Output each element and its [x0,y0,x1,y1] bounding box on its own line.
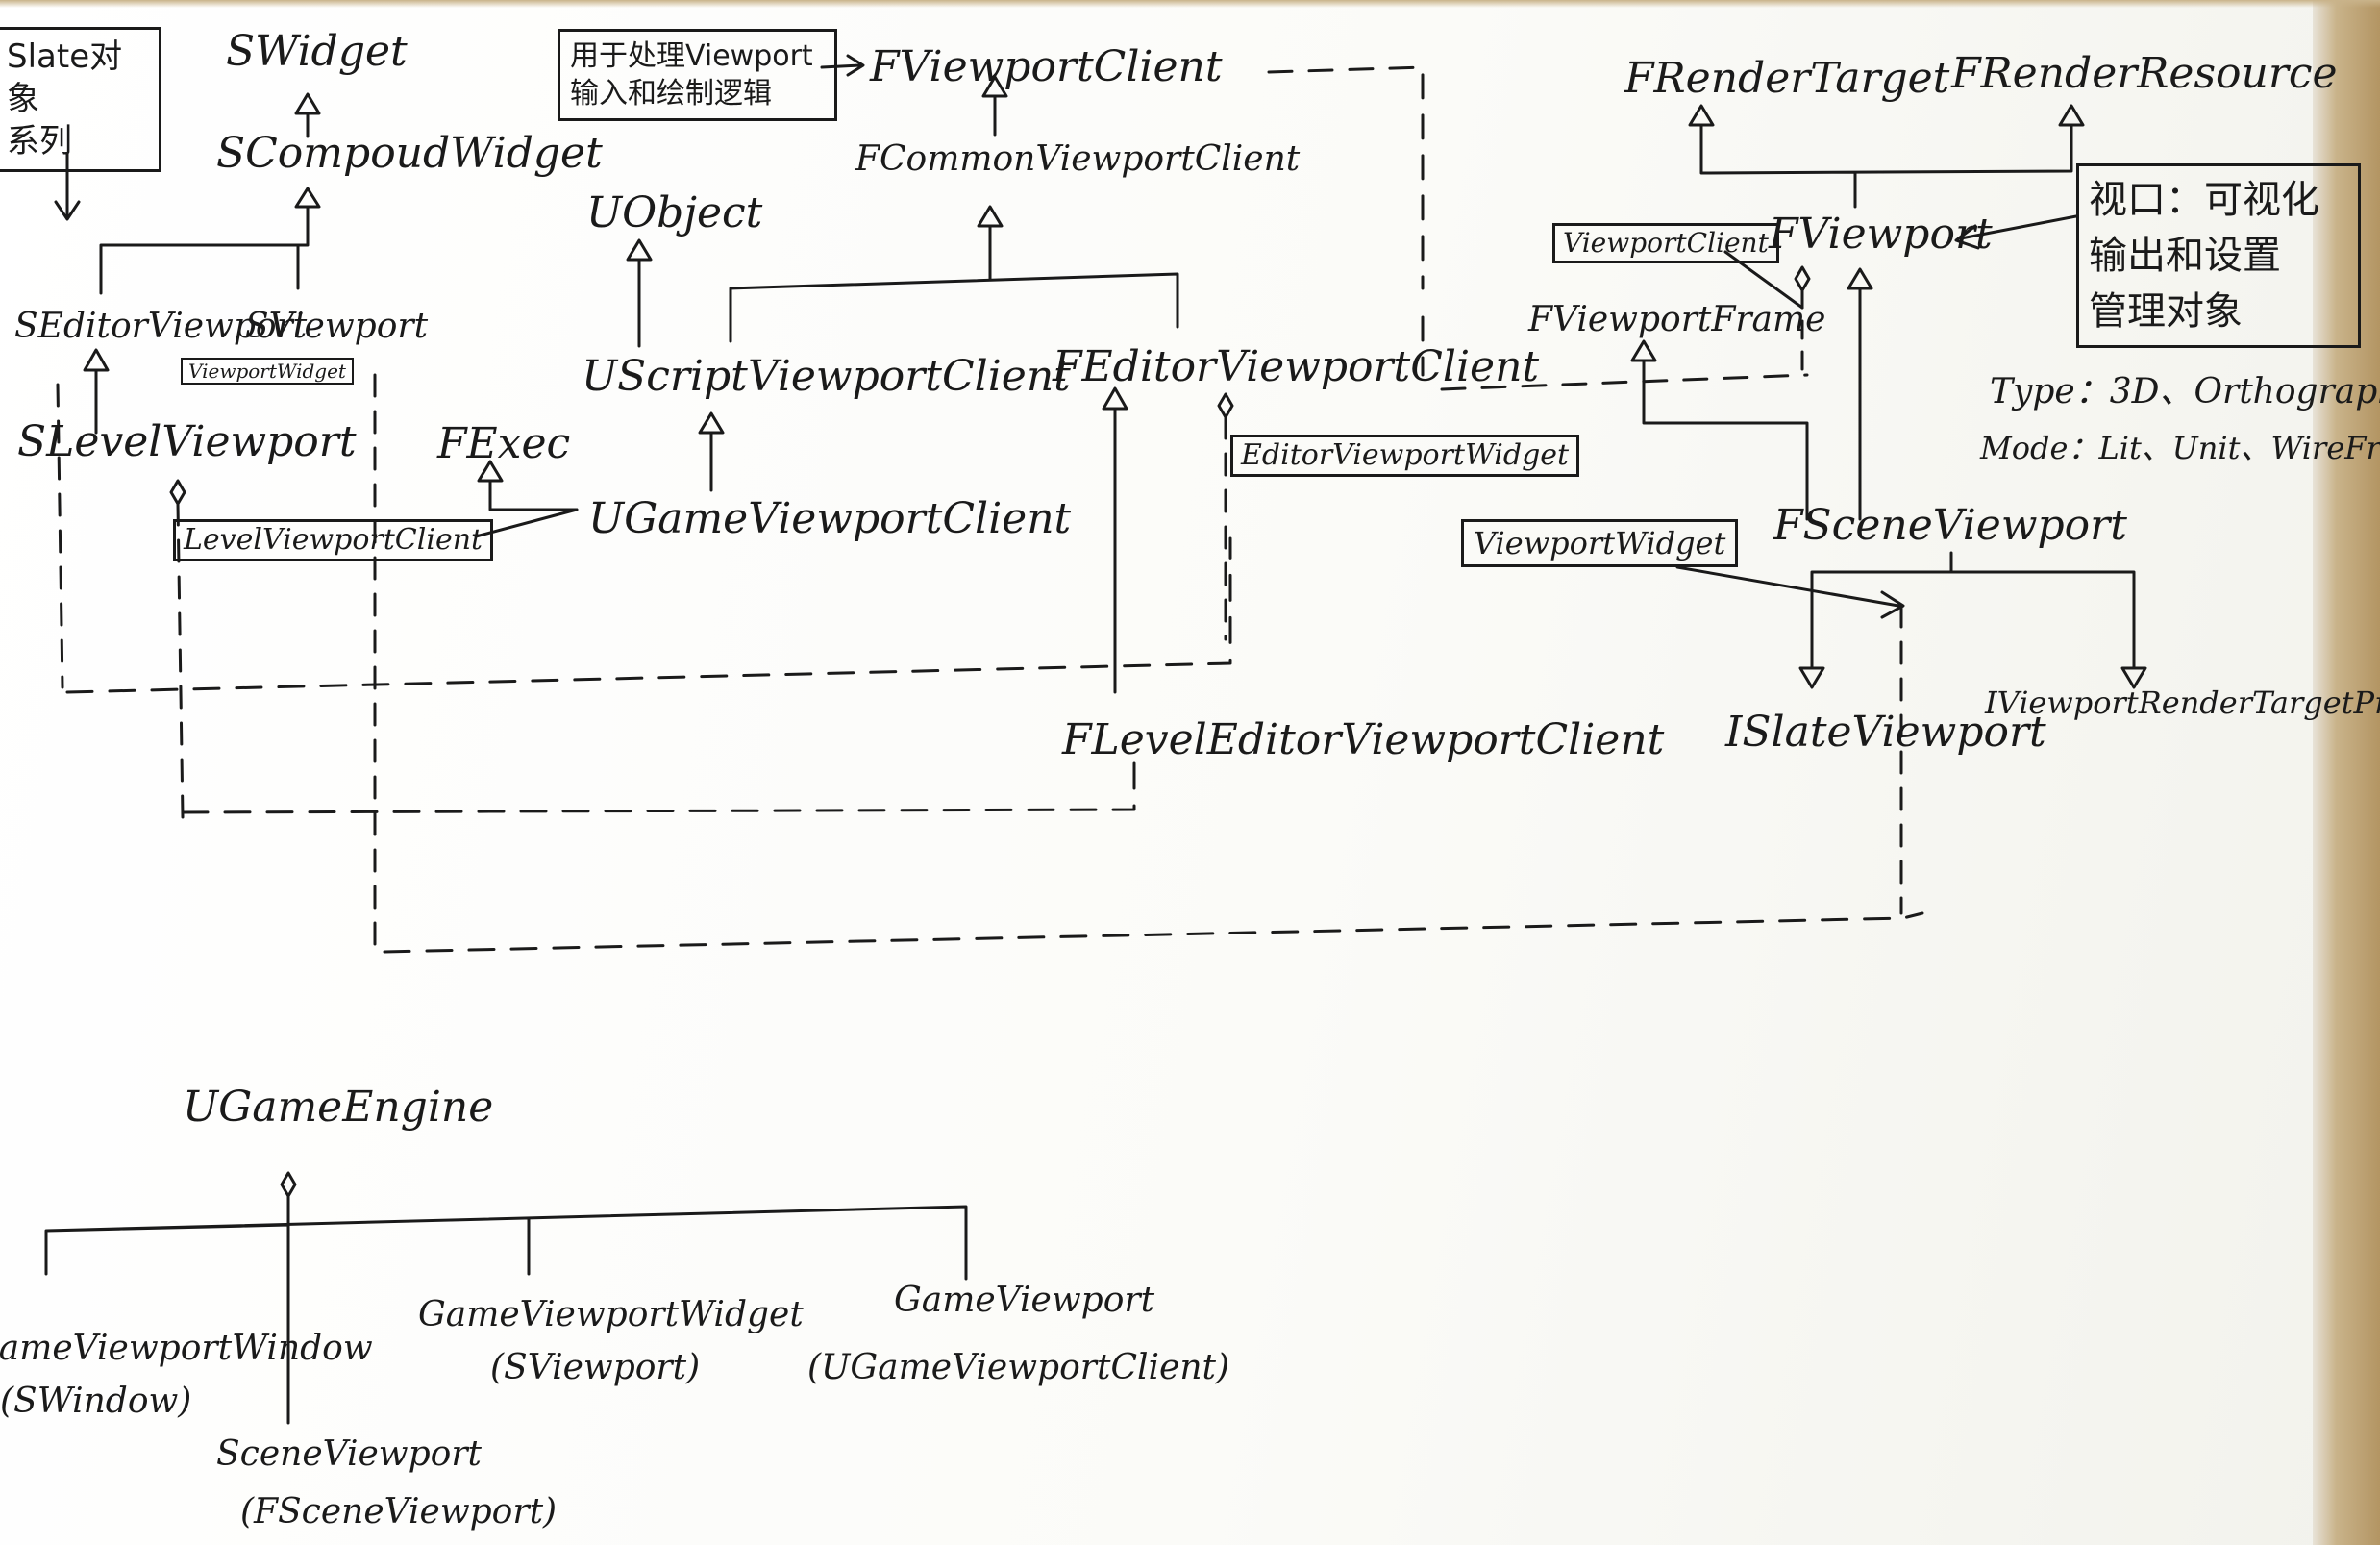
class-feditorviewportclient: FEditorViewportClient [1053,342,1540,391]
desk-top-edge [0,0,2380,8]
class-frenderresource: FRenderResource [1951,49,2338,98]
tag-viewportwidget-small: ViewportWidget [181,358,354,385]
class-scompoundwidget: SCompoudWidget [216,129,603,178]
viewportwidget-link [1675,565,1905,619]
slevel-dashed-down [176,502,185,819]
class-fcommonviewportclient: FCommonViewportClient [855,139,1301,179]
dashed-row-3 [383,911,1924,954]
class-sceneviewport: SceneViewport [216,1434,483,1474]
class-ugameengine: UGameEngine [183,1083,494,1132]
note-type: Type：3D、Orthographic [1990,372,2380,411]
class-iviewportrendertargetprovider: IViewportRenderTargetProvider [1985,685,2380,721]
inherit-fscene-frame [1630,339,1809,521]
tag-levelviewportclient: LevelViewportClient [173,519,494,561]
desk-edge [2313,0,2380,1545]
fviewport-note-box: 视口：可视化 输出和设置 管理对象 [2076,163,2361,348]
dashed-row-2 [181,758,1136,814]
slate-note-box: Slate对象 系列 [0,27,161,172]
class-swidget: SWidget [226,27,408,76]
inherit-fcommon-fviewport [981,75,1008,137]
class-fviewportframe: FViewportFrame [1528,300,1826,339]
class-slevelviewport: SLevelViewport [17,417,357,466]
tag-editorviewportwidget: EditorViewportWidget [1230,435,1580,477]
inherit-editor-sviewport-compound [99,187,321,295]
inherit-fscene-interfaces [1798,551,2147,689]
class-seditorviewport: SEditorViewport [14,307,308,346]
ugameengine-tree [44,1194,968,1425]
class-gameviewportwindow-type: (SWindow) [0,1382,192,1421]
class-fsceneviewport: FSceneViewport [1773,501,2127,550]
inherit-uscript-uobject [626,238,653,348]
viewport-client-note-box: 用于处理Viewport 输入和绘制逻辑 [558,29,837,121]
class-gameviewportwidget: GameViewportWidget [418,1295,804,1334]
class-uscriptviewportclient: UScriptViewportClient [582,352,1071,401]
seditor-dashed [56,383,64,689]
class-sviewport: SViewport [245,307,429,346]
inherit-fscene-fviewport [1847,267,1873,521]
class-frendertarget: FRenderTarget [1624,54,1950,103]
diamond-fviewport [1794,265,1811,292]
note-mode: Mode：Lit、Unit、WireFrame [1980,430,2380,466]
class-fleveleditorviewportclient: FLevelEditorViewportClient [1062,715,1665,764]
dashed-row-1 [65,536,1232,694]
inherit-slevel-seditor [83,348,110,435]
class-islateviewport: ISlateViewport [1725,708,2046,757]
diamond-feditor [1217,392,1234,419]
inherit-scompound-swidget [294,92,321,138]
class-gameviewportwidget-type: (SViewport) [490,1348,701,1387]
class-gameviewport: GameViewport [894,1281,1155,1320]
inherit-uscript-feditor-fcommon [729,205,1179,343]
slate-note-arrow [54,152,81,221]
inherit-flevel-feditor [1102,386,1128,694]
inherit-fviewport-render [1688,104,2085,209]
class-ugameviewportclient: UGameViewportClient [588,494,1072,543]
class-fviewport: FViewport [1769,210,1993,259]
class-uobject: UObject [586,188,763,237]
class-fexec: FExec [437,419,571,468]
class-sceneviewport-type: (FSceneViewport) [240,1492,558,1532]
tag-viewportclient: ViewportClient [1552,223,1779,263]
class-gameviewport-type: (UGameViewportClient) [807,1348,1230,1387]
diamond-slevel [169,479,186,506]
inherit-ugame-uscript [698,411,725,492]
class-gameviewportwindow: GameViewportWindow [0,1329,373,1368]
fviewportclient-dashed [1267,65,1809,391]
note-to-fviewportclient [820,54,865,77]
inherit-ugame-fexec [477,460,579,511]
diamond-ugameengine [280,1171,297,1198]
class-fviewportclient: FViewportClient [870,42,1223,91]
tag-viewportwidget: ViewportWidget [1461,519,1739,567]
note-to-fviewport [1954,214,2078,250]
